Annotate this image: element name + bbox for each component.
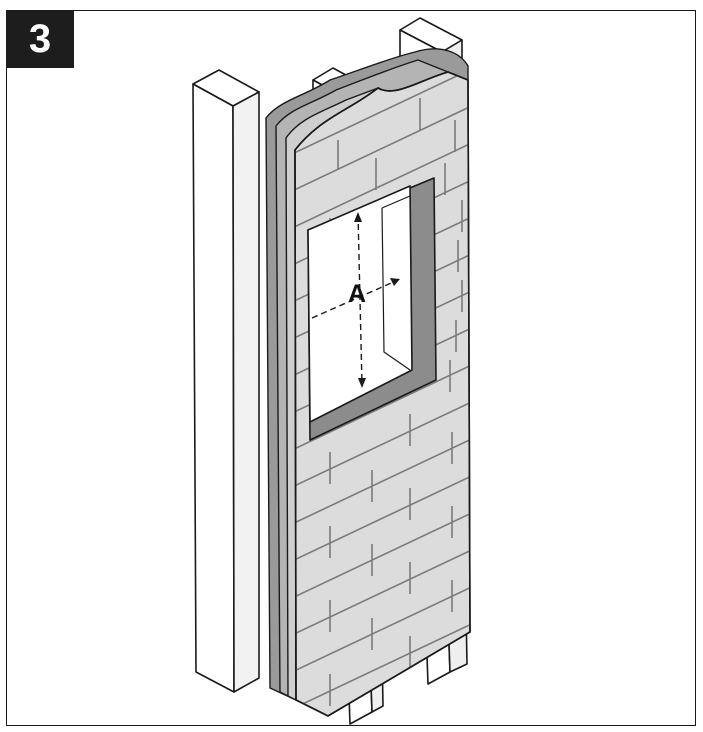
dimension-lines [311, 212, 400, 388]
brick-face-outline [294, 71, 471, 717]
dimension-vertical [357, 213, 363, 386]
step-number: 3 [28, 17, 52, 61]
left-stud-side [232, 91, 260, 693]
opening-back-edge [381, 207, 411, 371]
arrow-right [390, 278, 400, 286]
dimension-horizontal [311, 279, 399, 319]
arrow-bottom [358, 378, 366, 388]
opening-back-top [381, 195, 411, 209]
arrow-top [354, 212, 362, 222]
figure-frame [6, 10, 696, 726]
step-badge: 3 [6, 10, 74, 68]
left-stud [192, 69, 260, 693]
left-stud-front [192, 83, 235, 693]
dimension-label: A [348, 280, 366, 308]
